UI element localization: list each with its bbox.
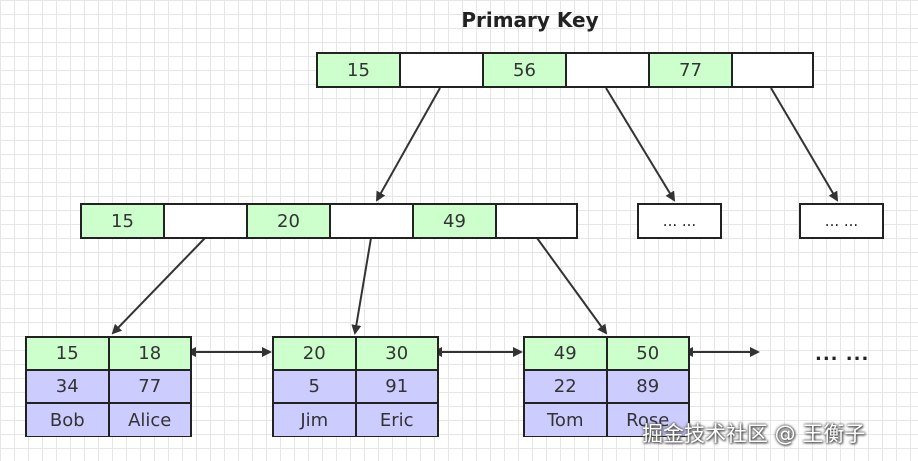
leaf-key-row: 20 30 bbox=[274, 338, 437, 371]
leaf-name: Alice bbox=[109, 404, 190, 436]
leaf-name: Rose bbox=[607, 404, 688, 436]
leaf-value: 77 bbox=[109, 371, 190, 402]
root-key-3: 77 bbox=[650, 54, 733, 86]
leaf-value: 89 bbox=[607, 371, 688, 402]
root-key-2: 56 bbox=[484, 54, 567, 86]
internal-key-2: 20 bbox=[248, 205, 331, 237]
leaf-value-row: 5 91 bbox=[274, 371, 437, 404]
leaf-key: 15 bbox=[27, 338, 110, 369]
edge-root-to-placeholder-2 bbox=[770, 87, 839, 202]
leaf-value: 5 bbox=[274, 371, 357, 402]
root-pointer-3 bbox=[733, 54, 812, 86]
leaf-key: 50 bbox=[607, 338, 688, 369]
leaf-key: 30 bbox=[356, 338, 437, 369]
internal-key-1: 15 bbox=[82, 205, 165, 237]
edge-root-to-placeholder-1 bbox=[605, 87, 676, 202]
leaf-name: Bob bbox=[27, 404, 110, 436]
leaf-node-2: 20 30 5 91 Jim Eric bbox=[272, 336, 439, 437]
leaf-name: Eric bbox=[356, 404, 437, 436]
edge-internal-to-leaf-3 bbox=[536, 237, 608, 335]
root-node: 15 56 77 bbox=[316, 52, 814, 88]
leaf-node-3: 49 50 22 89 Tom Rose bbox=[523, 336, 690, 437]
leaf-value-row: 34 77 bbox=[27, 371, 190, 404]
edge-root-to-internal bbox=[376, 87, 441, 202]
internal-pointer-3 bbox=[497, 205, 576, 237]
internal-node: 15 20 49 bbox=[80, 203, 578, 239]
leaf-key-row: 49 50 bbox=[525, 338, 688, 371]
internal-pointer-2 bbox=[331, 205, 414, 237]
edge-internal-to-leaf-2 bbox=[351, 237, 372, 335]
leaf-key: 18 bbox=[109, 338, 190, 369]
leaf-key: 20 bbox=[274, 338, 357, 369]
internal-pointer-1 bbox=[165, 205, 248, 237]
leaf-value-row: 22 89 bbox=[525, 371, 688, 404]
leaf-name-row: Tom Rose bbox=[525, 404, 688, 436]
more-leaves-ellipsis: ... ... bbox=[815, 344, 870, 365]
root-pointer-1 bbox=[401, 54, 484, 86]
leaf-name: Tom bbox=[525, 404, 608, 436]
leaf-key-row: 15 18 bbox=[27, 338, 190, 371]
root-pointer-2 bbox=[567, 54, 650, 86]
leaf-value: 34 bbox=[27, 371, 110, 402]
edge-internal-to-leaf-1 bbox=[111, 237, 206, 335]
placeholder-node-2: ... ... bbox=[799, 203, 884, 239]
leaf-value: 91 bbox=[356, 371, 437, 402]
watermark: 掘金技术社区 @ 王衡子 bbox=[642, 422, 866, 446]
leaf-value: 22 bbox=[525, 371, 608, 402]
leaf-node-1: 15 18 34 77 Bob Alice bbox=[25, 336, 192, 437]
root-key-1: 15 bbox=[318, 54, 401, 86]
leaf-name-row: Jim Eric bbox=[274, 404, 437, 436]
leaf-name: Jim bbox=[274, 404, 357, 436]
internal-key-3: 49 bbox=[414, 205, 497, 237]
placeholder-node-1: ... ... bbox=[637, 203, 722, 239]
diagram-title: Primary Key bbox=[461, 8, 599, 32]
leaf-name-row: Bob Alice bbox=[27, 404, 190, 436]
leaf-key: 49 bbox=[525, 338, 608, 369]
